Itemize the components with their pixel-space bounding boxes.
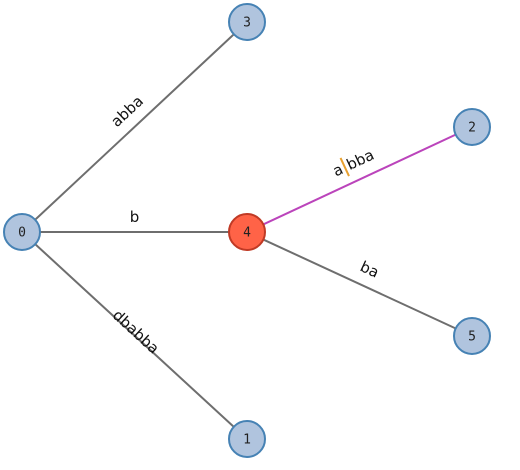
- edge-label-0-1: dbabba: [109, 306, 163, 357]
- node-circle-2: [453, 108, 491, 146]
- edge-label-4-5: ba: [357, 257, 382, 281]
- edge-label-suffix: bba: [344, 146, 377, 174]
- edge-label-group-0-4: b: [130, 208, 140, 226]
- node-label-5: 5: [468, 330, 476, 345]
- node-4[interactable]: 4: [228, 213, 266, 251]
- node-0[interactable]: 0: [3, 213, 41, 251]
- node-5[interactable]: 5: [453, 317, 491, 355]
- node-3[interactable]: 3: [228, 3, 266, 41]
- edge-label-group-0-1: dbabba: [109, 306, 163, 357]
- edge-0-3: [21, 21, 248, 233]
- edges-layer: [21, 21, 473, 440]
- edge-label-0-4: b: [130, 208, 140, 226]
- node-label-1: 1: [243, 433, 251, 448]
- edge-4-2: [246, 126, 473, 233]
- node-circle-0: [3, 213, 41, 251]
- node-2[interactable]: 2: [453, 108, 491, 146]
- edge-label-group-0-3: abba: [107, 92, 147, 131]
- edge-label-group-4-5: ba: [357, 257, 382, 281]
- node-circle-4: [228, 213, 266, 251]
- node-label-4: 4: [243, 226, 251, 241]
- edge-label-0-3: abba: [107, 92, 147, 131]
- node-label-2: 2: [468, 121, 476, 136]
- node-circle-3: [228, 3, 266, 41]
- edge-label-group-4-2: abba: [330, 146, 377, 181]
- node-label-3: 3: [243, 16, 251, 31]
- node-1[interactable]: 1: [228, 420, 266, 458]
- split-marker: [339, 157, 350, 177]
- edge-0-1: [21, 231, 248, 440]
- edge-4-5: [246, 231, 473, 337]
- nodes-layer: 0 1 2 3 4 5: [3, 3, 491, 458]
- node-circle-5: [453, 317, 491, 355]
- node-circle-1: [228, 420, 266, 458]
- node-label-0: 0: [18, 226, 26, 241]
